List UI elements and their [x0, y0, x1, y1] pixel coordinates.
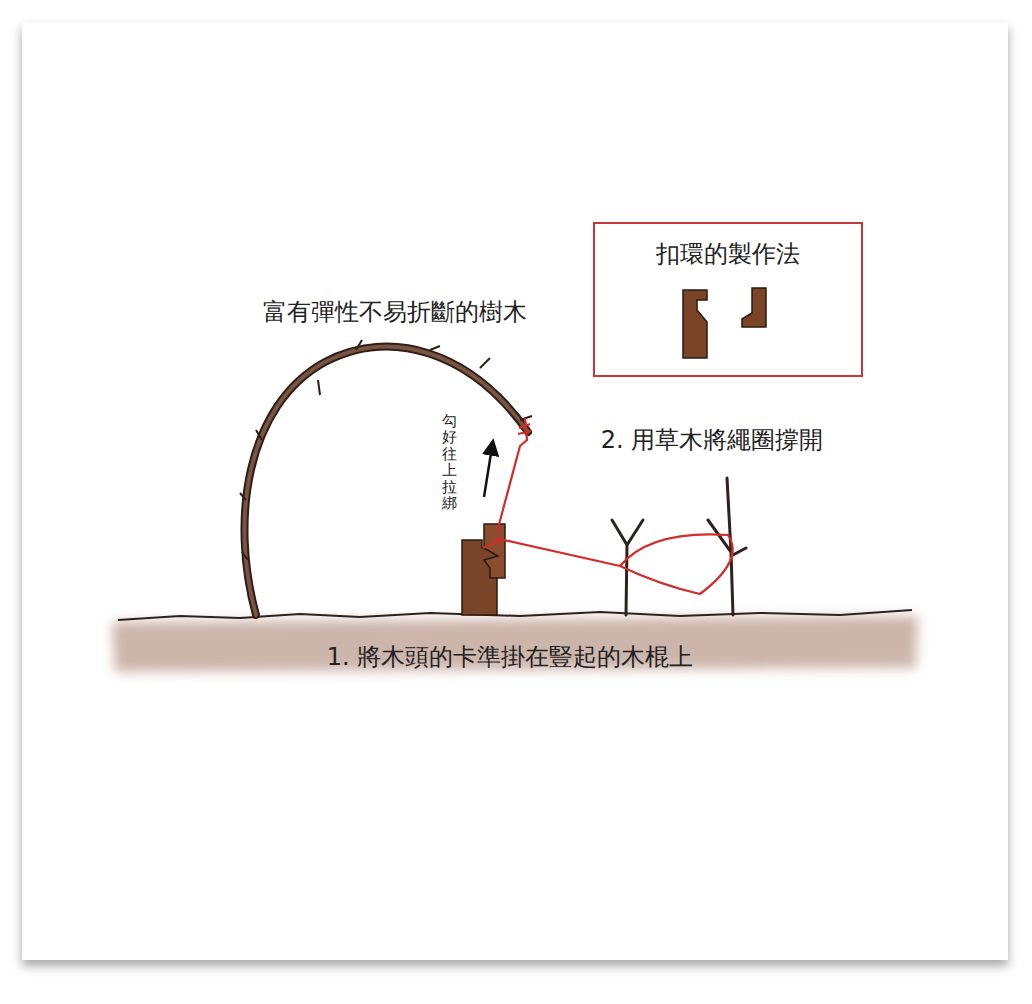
- caption-label: 2. 用草木將繩圈撐開: [601, 426, 824, 455]
- caption-label: 1. 將木頭的卡準掛在豎起的木棍上: [327, 643, 694, 672]
- ground-line: [118, 610, 912, 620]
- stake: [462, 524, 505, 615]
- box-heading: 扣環的製作法: [595, 240, 861, 269]
- vertical-note: 勾好往上拉綁: [442, 413, 457, 512]
- card: [22, 22, 1008, 960]
- caption-label: 富有彈性不易折斷的樹木: [263, 298, 527, 327]
- ground-band: [112, 616, 918, 672]
- method-box: 扣環的製作法: [593, 222, 863, 377]
- sticks: [612, 478, 746, 615]
- pull-arrow: [484, 447, 492, 497]
- clasp-pieces: [683, 288, 766, 358]
- bent-tree: [240, 340, 532, 615]
